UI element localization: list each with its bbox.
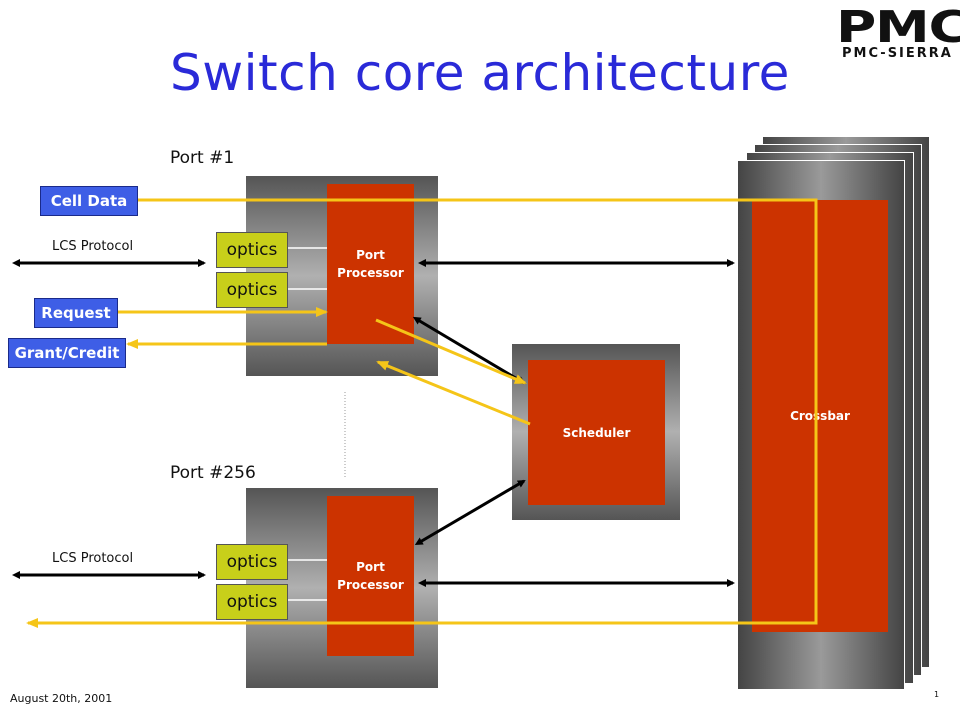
port-256-optics-2: optics: [216, 584, 288, 620]
pmc-sierra-wordmark: PMC-SIERRA: [842, 46, 953, 61]
pmc-logo: PMC: [836, 2, 960, 53]
port-1-label: Port #1: [170, 148, 235, 168]
cell-data-path: [26, 198, 818, 628]
lcs-protocol-label-bottom: LCS Protocol: [52, 551, 134, 566]
request-box: Request: [34, 298, 118, 328]
port-1-processor: Port Processor: [327, 184, 414, 344]
crossbar-box: Crossbar: [752, 200, 888, 632]
port-256-processor: Port Processor: [327, 496, 414, 656]
port-1-optics-1: optics: [216, 232, 288, 268]
port-1-processor-label: Port Processor: [337, 248, 404, 280]
port-256-processor-label: Port Processor: [337, 560, 404, 592]
port-1-scheduler-link: [412, 316, 526, 385]
page-title: Switch core architecture: [170, 44, 790, 102]
cell-data-box: Cell Data: [40, 186, 138, 216]
grant-credit-box: Grant/Credit: [8, 338, 126, 368]
port-1-optics-2: optics: [216, 272, 288, 308]
scheduler-label: Scheduler: [562, 425, 631, 440]
port-256-label: Port #256: [170, 463, 256, 483]
request-to-scheduler: [375, 318, 527, 385]
footer-date: August 20th, 2001: [10, 692, 113, 705]
page-number: 1: [934, 690, 940, 699]
lcs-protocol-label-top: LCS Protocol: [52, 239, 134, 254]
scheduler-box: Scheduler: [528, 360, 665, 505]
port-256-scheduler-link: [414, 479, 526, 546]
crossbar-label: Crossbar: [790, 409, 850, 423]
grant-from-scheduler: [376, 360, 531, 426]
port-256-optics-1: optics: [216, 544, 288, 580]
